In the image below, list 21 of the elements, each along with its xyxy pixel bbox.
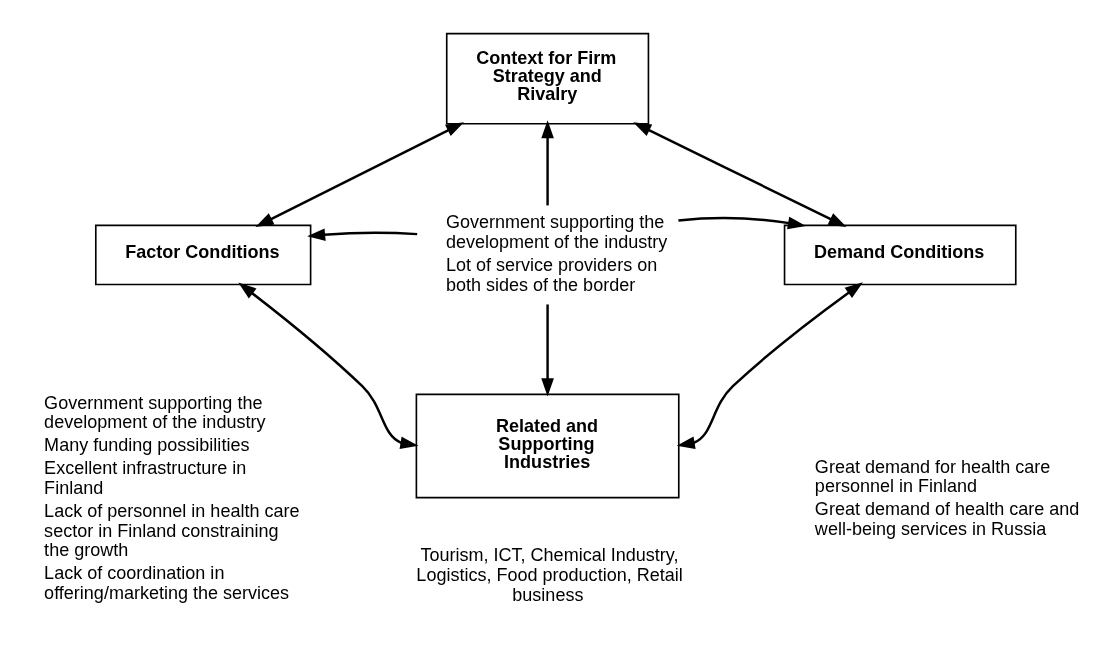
arrow: [678, 216, 806, 229]
node-label: Lack of coordination in offering/marketing the services: [44, 562, 290, 603]
node-box: Demand Conditions: [783, 224, 1017, 285]
node-label: Lack of personnel in health care sector in Finland constraining the growth: [44, 500, 300, 560]
arrow: [255, 121, 464, 227]
node-label: Many funding possibilities: [44, 434, 250, 455]
arrow: [676, 281, 863, 449]
arrow: [238, 282, 419, 449]
node-label: Great demand of health care and well-being services in Russia: [814, 498, 1080, 539]
node-label: Government supporting the development of the industry: [44, 392, 266, 432]
node-text: Government supporting the development of the industry Lot of service providers on both sides of the border: [445, 211, 668, 295]
node-box: Context for Firm Strategy and Rivalry: [445, 32, 650, 125]
node-label: Tourism, ICT, Chemical Industry, Logistics, Food production, Retail business: [416, 544, 683, 605]
arrow: [307, 227, 418, 241]
arrow: [633, 121, 847, 227]
node-label: Excellent infrastructure in Finland: [44, 457, 247, 498]
node-box: Factor Conditions: [94, 224, 312, 285]
arrow: [541, 303, 554, 396]
arrow: [541, 119, 554, 205]
node-label: Great demand for health care personnel in Finland: [814, 456, 1051, 496]
node-box: Related and Supporting Industries: [415, 393, 680, 498]
